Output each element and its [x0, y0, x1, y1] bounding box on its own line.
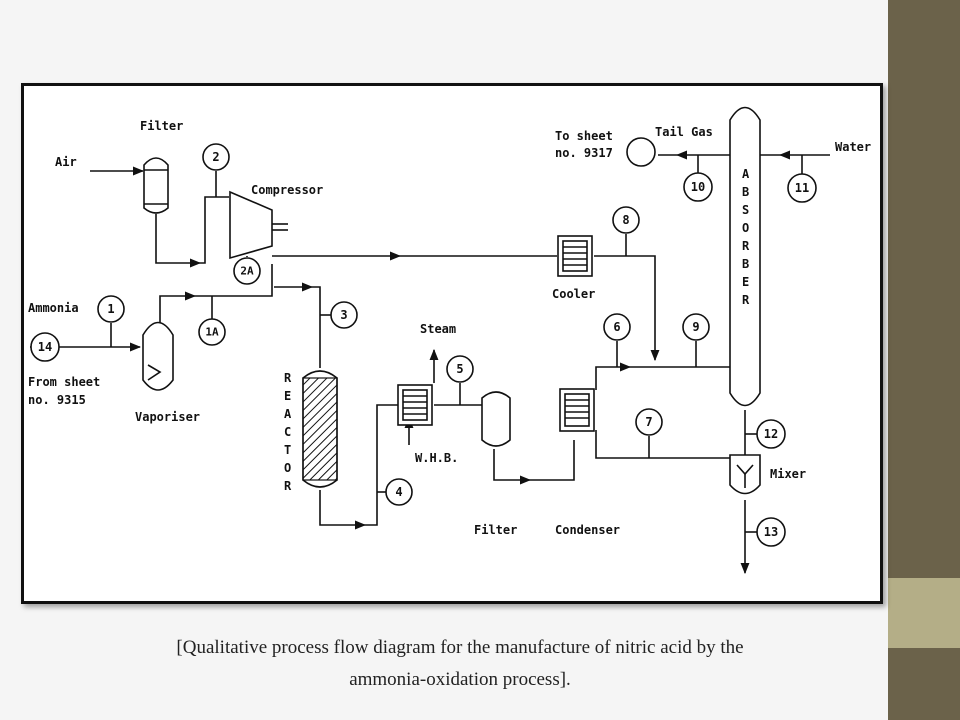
absorber-letter: R [742, 239, 750, 253]
svg-text:14: 14 [38, 340, 52, 354]
svg-text:3: 3 [340, 308, 347, 322]
stream-bubble-10: 10 [683, 155, 713, 202]
label-air: Air [55, 155, 77, 169]
reactor-letter: A [284, 407, 292, 421]
cooler [557, 235, 593, 277]
gas-filter [481, 391, 511, 447]
reactor-letter: T [284, 443, 291, 457]
reactor-letter: C [284, 425, 291, 439]
label-reactor-vertical: R E A C T O R [284, 371, 292, 493]
absorber-letter: A [742, 167, 750, 181]
reactor-letter: O [284, 461, 291, 475]
svg-text:1A: 1A [205, 326, 219, 339]
label-condenser: Condenser [555, 523, 620, 537]
svg-text:12: 12 [764, 427, 778, 441]
stream-bubble-13: 13 [745, 517, 786, 547]
vaporiser [142, 321, 174, 391]
stream-bubble-3: 3 [320, 301, 358, 329]
label-water: Water [835, 140, 871, 154]
label-cooler: Cooler [552, 287, 595, 301]
absorber-letter: O [742, 221, 749, 235]
svg-text:10: 10 [691, 180, 705, 194]
stream-bubble-8: 8 [612, 206, 640, 256]
stream-bubble-14: 14 [30, 332, 60, 362]
label-vaporiser: Vaporiser [135, 410, 200, 424]
label-filter-top: Filter [140, 119, 183, 133]
filter-to-condenser-line [493, 440, 575, 485]
svg-text:13: 13 [764, 525, 778, 539]
stream-bubble-12: 12 [745, 419, 786, 449]
label-filter-bottom: Filter [474, 523, 517, 537]
condensate-to-mixer-line [595, 430, 730, 459]
reactor [302, 370, 338, 488]
absorber-column [729, 106, 761, 407]
svg-text:6: 6 [613, 320, 620, 334]
reactor-letter: E [284, 389, 291, 403]
absorber-letter: E [742, 275, 749, 289]
mixer [729, 454, 761, 495]
reactor-letter: R [284, 371, 292, 385]
tail-gas-vessel [626, 137, 656, 167]
stream-bubble-7: 7 [635, 408, 663, 458]
absorber-letter: B [742, 257, 749, 271]
label-whb: W.H.B. [415, 451, 458, 465]
svg-text:9: 9 [692, 320, 699, 334]
stream-bubble-1: 1 [97, 295, 125, 347]
label-absorber-vertical: A B S O R B E R [742, 167, 750, 307]
label-steam: Steam [420, 322, 456, 336]
label-from-sheet-line2: no. 9315 [28, 393, 86, 407]
condenser-to-absorber-line [595, 362, 730, 390]
stream-bubble-6: 6 [603, 313, 631, 367]
stream-bubble-9: 9 [682, 313, 710, 367]
figure-caption: [Qualitative process flow diagram for th… [40, 632, 880, 696]
svg-text:2A: 2A [240, 265, 254, 278]
label-ammonia: Ammonia [28, 301, 79, 315]
label-from-sheet-line1: From sheet [28, 375, 100, 389]
svg-text:11: 11 [795, 181, 809, 195]
stream-bubble-1a: 1A [198, 296, 226, 346]
svg-text:5: 5 [456, 362, 463, 376]
condenser [559, 388, 595, 432]
absorber-letter: B [742, 185, 749, 199]
absorber-letter: S [742, 203, 749, 217]
svg-text:1: 1 [107, 302, 114, 316]
stream-bubble-11: 11 [787, 155, 817, 203]
label-tail-gas: Tail Gas [655, 125, 713, 139]
filter-to-compressor-line [155, 196, 229, 268]
label-compressor: Compressor [251, 183, 323, 197]
slide-sidebar-accent [888, 578, 960, 648]
label-mixer: Mixer [770, 467, 806, 481]
stream-bubble-2: 2 [202, 143, 230, 197]
stream-bubble-5: 5 [446, 355, 474, 405]
svg-text:2: 2 [212, 150, 219, 164]
reactor-to-whb-line [319, 404, 398, 530]
stream-bubble-4: 4 [377, 478, 413, 506]
cooler-outlet-line [594, 255, 660, 362]
compressor [229, 190, 273, 260]
label-to-sheet-line1: To sheet [555, 129, 613, 143]
absorber-letter: R [742, 293, 750, 307]
air-filter [143, 157, 169, 214]
compressor-to-cooler-line [272, 223, 557, 261]
label-to-sheet-line2: no. 9317 [555, 146, 613, 160]
reactor-letter: R [284, 479, 292, 493]
svg-text:4: 4 [395, 485, 402, 499]
caption-line-1: [Qualitative process flow diagram for th… [176, 637, 744, 658]
svg-text:8: 8 [622, 213, 629, 227]
stream-bubble-2a: 2A [233, 256, 261, 285]
svg-text:7: 7 [645, 415, 652, 429]
caption-line-2: ammonia-oxidation process]. [349, 669, 571, 690]
mix-to-reactor-line [274, 282, 321, 368]
waste-heat-boiler [397, 384, 433, 426]
